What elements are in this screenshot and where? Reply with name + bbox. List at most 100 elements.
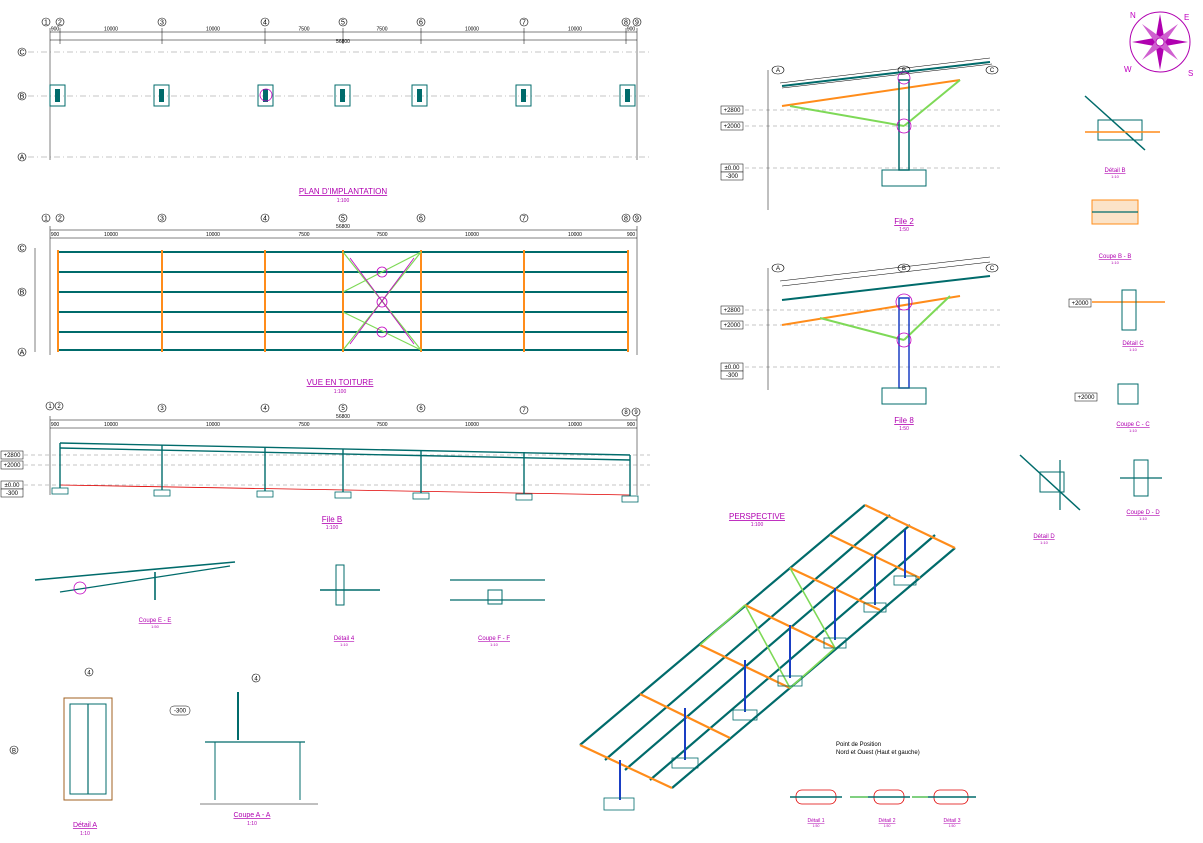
compass-letter: E: [1184, 13, 1189, 22]
perspective-footings: [603, 575, 917, 811]
coupe-bb-view: Coupe B - B 1:10: [1091, 199, 1139, 265]
view-scale: 1:10: [80, 831, 90, 837]
perspective-bracing: [699, 567, 836, 689]
plan-implantation-view: 1 2 3 4 5 6 7 8 9: [17, 17, 650, 204]
grid-label: 9: [634, 410, 638, 416]
view-title: Coupe D - D: [1126, 510, 1160, 516]
elevation-file-8: A B C +2800 +2000 ±0.00 -300: [720, 256, 1000, 432]
view-title: File 8: [894, 416, 914, 425]
foundation-pad: [257, 84, 274, 107]
grid-label: A: [776, 266, 780, 272]
roof-bracing-red: [349, 257, 415, 345]
detail-2-view: Détail 2 1:50: [850, 789, 910, 828]
level-label: -300: [174, 709, 187, 715]
detail-4-view: Détail 4 1:10: [320, 564, 380, 647]
view-scale: 1:50: [899, 227, 909, 233]
view-title: Détail 2: [879, 818, 896, 824]
view-title: Détail 3: [944, 818, 961, 824]
dim-value: 10000: [206, 232, 220, 238]
dim-value: 900: [51, 27, 60, 33]
view-title: Détail D: [1033, 534, 1055, 540]
view-title: Détail 4: [334, 636, 355, 642]
dim-value: 10000: [568, 27, 582, 33]
view-scale: 1:50: [813, 824, 820, 828]
view-title: PLAN D'IMPLANTATION: [299, 187, 388, 196]
grid-label: 6: [419, 216, 423, 223]
view-scale: 1:100: [326, 525, 339, 531]
level-markers-fileb: +2800 +2000 ±0.00 -300: [0, 450, 24, 498]
grid-label: 8: [624, 216, 628, 223]
level-label: +2000: [4, 463, 22, 469]
grid-label: 6: [419, 406, 423, 412]
grid-label: A: [20, 155, 25, 162]
dimension-values-roof: 900 10000 10000 7500 7500 10000 10000 90…: [51, 224, 636, 238]
compass-letter: S: [1188, 69, 1193, 78]
grid-label: 4: [263, 216, 267, 223]
level-lines: [24, 454, 650, 486]
grid-label: A: [776, 68, 780, 74]
grid-label: 5: [341, 20, 345, 27]
grid-label: C: [19, 246, 24, 253]
grid-label: B: [20, 290, 25, 297]
detail-callout: [896, 332, 912, 348]
grid-label: 2: [58, 216, 62, 223]
perspective-columns: [619, 530, 906, 800]
compass-letter: W: [1124, 65, 1132, 74]
dim-value: 10000: [104, 232, 118, 238]
dim-value: 900: [627, 232, 636, 238]
dim-value: 900: [51, 232, 60, 238]
view-scale: 1:10: [1129, 428, 1138, 433]
dim-total: 56800: [336, 224, 350, 230]
view-title: Coupe A - A: [234, 812, 271, 819]
footing: [881, 387, 927, 405]
foundation-pad: [619, 84, 636, 107]
level-label: +2000: [724, 124, 742, 130]
dim-value: 10000: [465, 232, 479, 238]
view-scale: 1:100: [334, 389, 347, 395]
roof-rafters: [57, 250, 629, 352]
grid-label: C: [990, 68, 995, 74]
level-label: -300: [726, 373, 739, 379]
grid-bubbles-top: 1 2 3 4 5 6 7 8 9: [41, 17, 642, 27]
coupe-dd-view: Coupe D - D 1:10: [1120, 459, 1162, 521]
grid-label: 8: [624, 20, 628, 27]
detail-b-view: Détail B 1:10: [1084, 95, 1160, 179]
dimension-values-top: 900 10000 10000 7500 7500 10000 10000 90…: [51, 27, 636, 46]
note-line: Point de Position: [836, 742, 881, 748]
elevation-file-b: 1 2 3 4 5 6 7 8 9 900 10000 10: [0, 401, 650, 531]
dimension-values-fileb: 900 10000 10000 7500 7500 10000 10000 90…: [51, 414, 636, 428]
brace: [903, 295, 951, 341]
dim-line: [779, 57, 991, 84]
level-label: ±0.00: [725, 166, 741, 172]
position-note: Point de Position Nord et Ouest (Haut et…: [836, 742, 920, 756]
level-label: +2800: [4, 453, 22, 459]
dim-value: 10000: [206, 422, 220, 428]
dimension-chain-roof: [34, 226, 638, 355]
level-label: -300: [726, 174, 739, 180]
rafter: [781, 275, 991, 301]
grid-label: 8: [624, 410, 628, 416]
roof-view: 1 2 3 4 5 6 7 8 9 C B A: [17, 213, 642, 395]
grid-label: 5: [341, 406, 345, 412]
view-scale: 1:100: [751, 522, 764, 528]
grid-label: 7: [522, 408, 526, 414]
dim-value: 10000: [465, 27, 479, 33]
dim-total: 56800: [336, 414, 350, 420]
grid-label: 9: [635, 20, 639, 27]
grid-label: 4: [263, 20, 267, 27]
dim-line: [781, 63, 993, 89]
view-title: Détail A: [73, 822, 97, 829]
purlin-line: [781, 79, 961, 107]
view-title: Détail B: [1104, 168, 1125, 174]
view-title: Coupe E - E: [139, 618, 172, 624]
grid-label: B: [20, 94, 25, 101]
view-title: Coupe B - B: [1099, 254, 1132, 260]
level-label: ±0.00: [5, 483, 21, 489]
foundation-pad: [411, 84, 428, 107]
detail-3-view: Détail 3 1:50: [912, 789, 976, 828]
foundation-pad: [49, 84, 66, 107]
fileb-frame: [59, 442, 631, 496]
detail-1-view: Détail 1 1:50: [790, 789, 842, 828]
level-label: +2000: [1072, 301, 1090, 307]
dim-value: 7500: [298, 27, 309, 33]
